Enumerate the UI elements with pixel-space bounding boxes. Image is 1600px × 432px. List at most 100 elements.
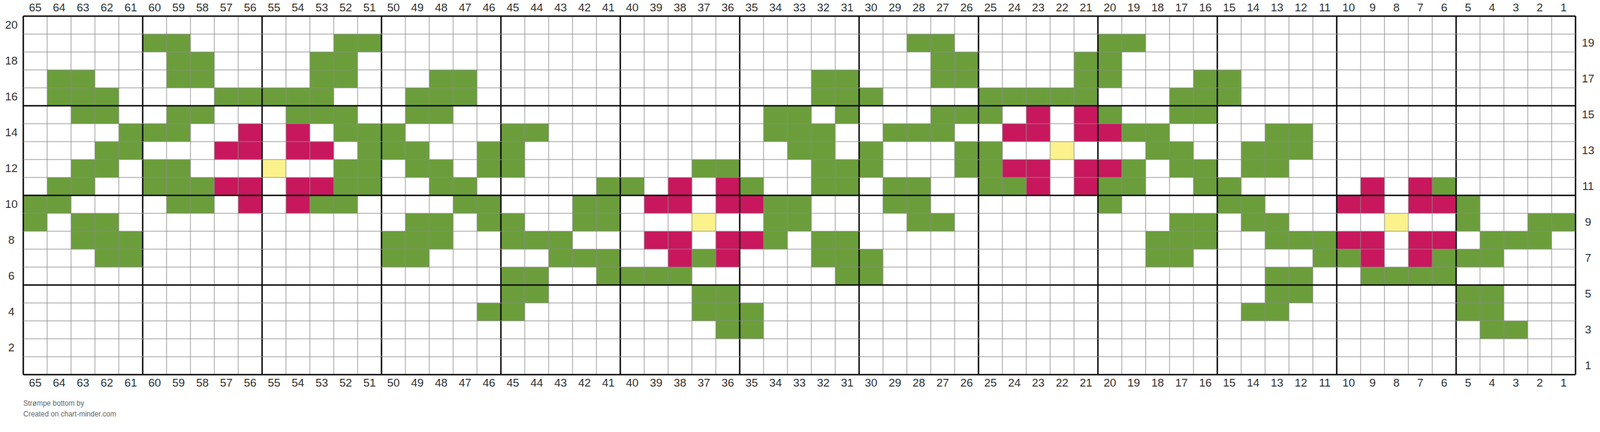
green-stitch xyxy=(94,159,119,178)
column-number: 30 xyxy=(859,375,883,390)
column-number: 52 xyxy=(333,0,358,15)
pink-stitch xyxy=(1097,159,1122,178)
grid-line xyxy=(23,105,1576,107)
grid-line xyxy=(23,141,1576,143)
row-number: 1 xyxy=(1577,358,1599,373)
row-number: 19 xyxy=(1577,35,1599,51)
green-stitch xyxy=(1074,69,1098,88)
green-stitch xyxy=(715,159,740,178)
column-number: 43 xyxy=(548,375,573,390)
footer-note: Strømpe bottom by xyxy=(23,398,85,408)
pink-stitch xyxy=(238,177,263,196)
column-number: 12 xyxy=(1288,375,1313,390)
green-stitch xyxy=(118,141,143,160)
green-stitch xyxy=(405,248,430,267)
green-stitch xyxy=(644,266,669,285)
pink-stitch xyxy=(1360,248,1385,267)
pink-stitch xyxy=(1408,231,1433,249)
row-number: 17 xyxy=(1577,71,1599,86)
column-number: 46 xyxy=(477,375,501,390)
column-number: 20 xyxy=(1097,0,1122,15)
pink-stitch xyxy=(668,177,692,196)
column-number: 48 xyxy=(429,0,454,15)
green-stitch xyxy=(978,159,1003,178)
pink-stitch xyxy=(1432,231,1457,249)
green-stitch xyxy=(811,177,836,196)
green-stitch xyxy=(1193,231,1218,249)
footer-note: Created on chart-minder.com xyxy=(23,409,116,419)
green-stitch xyxy=(1097,69,1122,88)
green-stitch xyxy=(500,231,525,249)
column-number: 20 xyxy=(1097,375,1122,390)
column-number: 62 xyxy=(94,0,119,15)
green-stitch xyxy=(787,141,812,160)
green-stitch xyxy=(429,105,454,124)
pink-stitch xyxy=(644,231,669,249)
green-stitch xyxy=(1312,231,1337,249)
green-stitch xyxy=(1480,248,1504,267)
green-stitch xyxy=(787,213,812,232)
green-stitch xyxy=(1050,87,1075,106)
column-number: 61 xyxy=(118,0,143,15)
column-number: 57 xyxy=(214,375,239,390)
grid-line xyxy=(23,248,1576,250)
column-number: 60 xyxy=(142,0,167,15)
column-number: 19 xyxy=(1121,375,1146,390)
green-stitch xyxy=(1288,284,1313,303)
row-number: 12 xyxy=(1,161,22,176)
row-number: 9 xyxy=(1577,214,1599,230)
green-stitch xyxy=(835,231,860,249)
column-number: 18 xyxy=(1145,0,1170,15)
green-stitch xyxy=(859,159,883,178)
green-stitch xyxy=(1217,87,1242,106)
green-stitch xyxy=(500,123,525,142)
column-number: 62 xyxy=(94,375,119,390)
green-stitch xyxy=(1193,177,1218,196)
green-stitch xyxy=(118,231,143,249)
grid-ground xyxy=(23,16,1576,375)
column-number: 23 xyxy=(1026,0,1051,15)
green-stitch xyxy=(811,231,836,249)
green-stitch xyxy=(811,159,836,178)
green-stitch xyxy=(954,69,979,88)
green-stitch xyxy=(1336,248,1361,267)
green-stitch xyxy=(190,69,215,88)
column-number: 40 xyxy=(620,375,645,390)
green-stitch xyxy=(763,123,788,142)
row-number: 8 xyxy=(1,232,22,248)
green-stitch xyxy=(309,105,334,124)
green-stitch xyxy=(429,159,454,178)
column-number: 44 xyxy=(524,0,549,15)
column-number: 32 xyxy=(811,0,836,15)
column-number: 47 xyxy=(453,0,478,15)
green-stitch xyxy=(811,141,836,160)
green-stitch xyxy=(787,105,812,124)
green-stitch xyxy=(715,302,740,321)
green-stitch xyxy=(1169,87,1194,106)
column-number: 30 xyxy=(859,0,883,15)
green-stitch xyxy=(524,231,549,249)
green-stitch xyxy=(405,105,430,124)
green-stitch xyxy=(954,105,979,124)
column-number: 37 xyxy=(691,0,716,15)
green-stitch xyxy=(1193,213,1218,232)
pink-stitch xyxy=(1432,195,1457,214)
grid-line xyxy=(23,373,1576,376)
column-number: 46 xyxy=(477,0,501,15)
green-stitch xyxy=(811,248,836,267)
green-stitch xyxy=(859,141,883,160)
column-number: 60 xyxy=(142,375,167,390)
green-stitch xyxy=(739,320,764,339)
pink-stitch xyxy=(1336,195,1361,214)
green-stitch xyxy=(1503,320,1528,339)
pink-stitch xyxy=(715,248,740,267)
column-number: 14 xyxy=(1241,0,1266,15)
green-stitch xyxy=(1265,284,1289,303)
pink-stitch xyxy=(285,123,310,142)
green-stitch xyxy=(1360,266,1385,285)
green-stitch xyxy=(1097,105,1122,124)
column-number: 36 xyxy=(715,375,740,390)
pink-stitch xyxy=(1074,123,1098,142)
pink-stitch xyxy=(1360,177,1385,196)
column-number: 51 xyxy=(357,0,382,15)
